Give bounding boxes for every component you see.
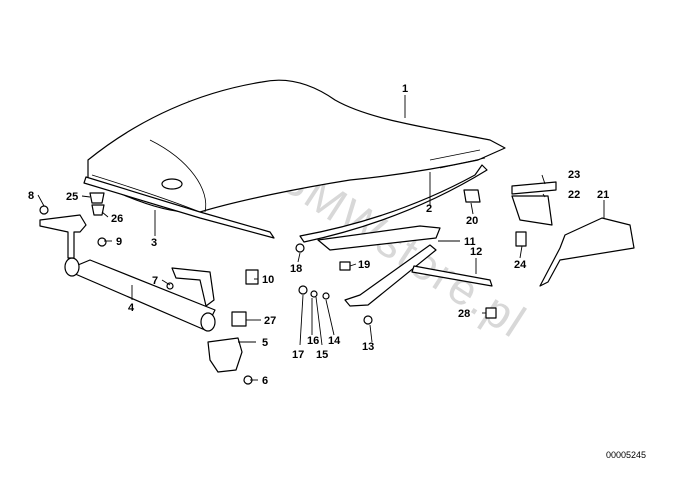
callout-7: 7 bbox=[152, 275, 158, 287]
hood-hinge bbox=[511, 195, 553, 226]
diagram-code: 00005245 bbox=[606, 450, 646, 460]
rear-seal bbox=[299, 164, 488, 243]
support-link bbox=[344, 244, 437, 307]
callout-11: 11 bbox=[464, 236, 476, 248]
front-seal bbox=[83, 176, 275, 239]
rubber-stop bbox=[463, 189, 481, 203]
callout-18: 18 bbox=[290, 263, 302, 275]
callout-1: 1 bbox=[402, 83, 408, 95]
callout-12: 12 bbox=[470, 246, 482, 258]
hinge-bracket bbox=[39, 214, 87, 259]
lock-bracket bbox=[171, 267, 215, 307]
callout-21: 21 bbox=[597, 189, 609, 201]
spring-rod bbox=[64, 257, 216, 332]
callout-17: 17 bbox=[292, 349, 304, 361]
callout-2: 2 bbox=[426, 203, 432, 215]
hinge-arm bbox=[539, 217, 635, 287]
callout-5: 5 bbox=[262, 337, 268, 349]
support-arm bbox=[317, 225, 441, 251]
callout-8: 8 bbox=[28, 190, 34, 202]
callout-26: 26 bbox=[111, 213, 123, 225]
gas-strut bbox=[411, 265, 493, 287]
callout-15: 15 bbox=[316, 349, 328, 361]
callout-19: 19 bbox=[358, 259, 370, 271]
callout-27: 27 bbox=[264, 315, 276, 327]
callout-20: 20 bbox=[466, 215, 478, 227]
callout-23: 23 bbox=[568, 169, 580, 181]
callout-22: 22 bbox=[568, 189, 580, 201]
callout-16: 16 bbox=[307, 335, 319, 347]
callout-9: 9 bbox=[116, 236, 122, 248]
callout-6: 6 bbox=[262, 375, 268, 387]
callout-10: 10 bbox=[262, 274, 274, 286]
callout-25: 25 bbox=[66, 191, 78, 203]
callout-3: 3 bbox=[151, 237, 157, 249]
hood-lock bbox=[207, 337, 243, 373]
callout-13: 13 bbox=[362, 341, 374, 353]
callout-14: 14 bbox=[328, 335, 341, 347]
callout-28: 28 bbox=[458, 308, 470, 320]
callout-4: 4 bbox=[128, 302, 135, 314]
callout-24: 24 bbox=[514, 259, 527, 271]
leader-lines bbox=[37, 95, 605, 381]
